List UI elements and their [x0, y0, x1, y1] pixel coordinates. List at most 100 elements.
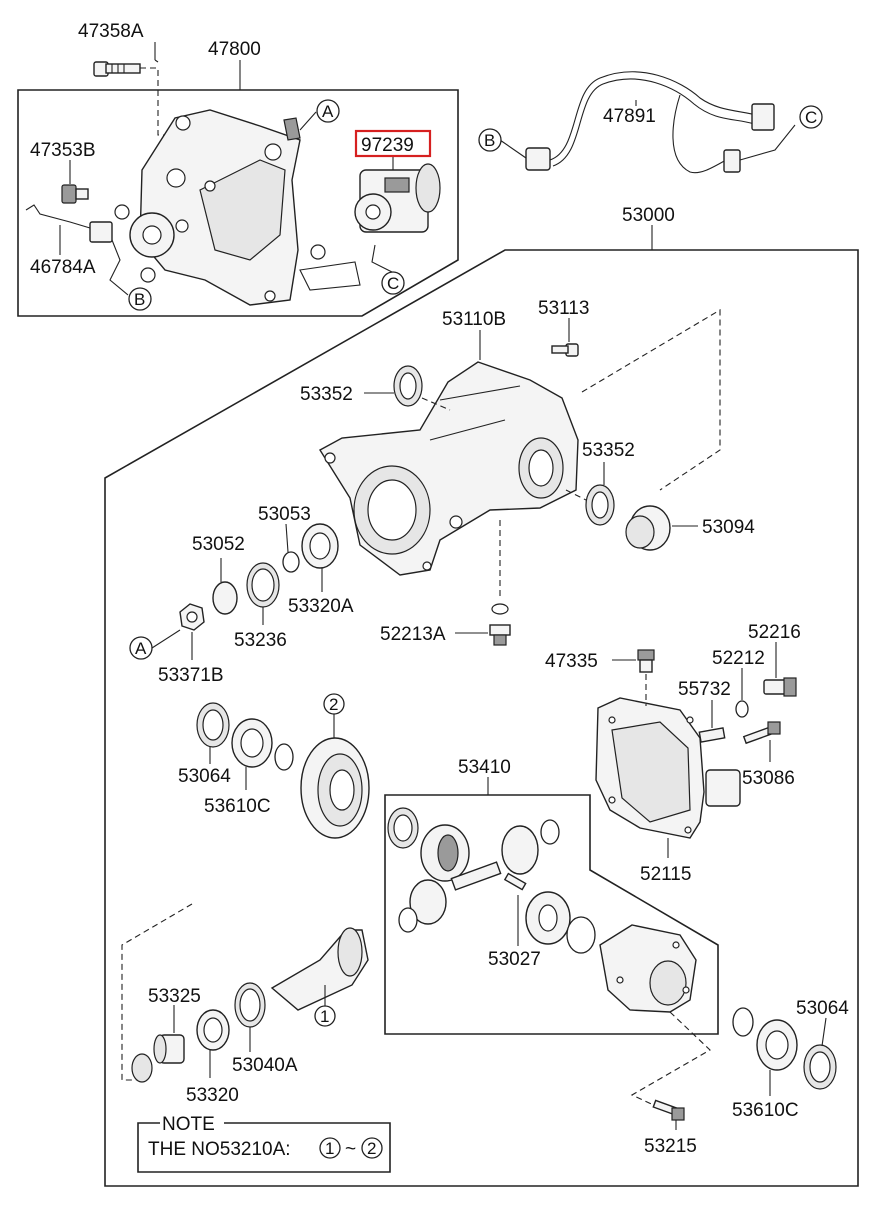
bolt-52216[interactable]: [763, 677, 797, 697]
bearing-53610C-left[interactable]: [231, 718, 273, 768]
nut-53371B[interactable]: [179, 603, 205, 631]
label-53040A: 53040A: [232, 1055, 298, 1076]
bolt-53215[interactable]: [652, 1099, 685, 1121]
ref-marker-c-actuator[interactable]: C: [381, 271, 405, 295]
drive-pinion[interactable]: [270, 927, 369, 1011]
bearing-53610C-right[interactable]: [756, 1019, 798, 1071]
collar-53236[interactable]: [246, 562, 280, 608]
ref-marker-b-harness[interactable]: B: [478, 128, 502, 152]
label-53027: 53027: [488, 949, 541, 970]
label-53064-right: 53064: [796, 998, 849, 1019]
actuator-group: [17, 42, 459, 317]
svg-text:2: 2: [329, 695, 338, 714]
highlight-box-97239: [354, 129, 432, 158]
collapsible-spacer-53325[interactable]: [153, 1034, 185, 1064]
note-range-end: 2: [367, 1139, 376, 1158]
label-55732: 55732: [678, 679, 731, 700]
svg-text:1: 1: [320, 1007, 329, 1026]
ref-marker-a-top[interactable]: A: [316, 99, 340, 123]
bolt-53113[interactable]: [551, 343, 579, 357]
svg-text:B: B: [484, 131, 495, 150]
oil-seal-53352-right[interactable]: [585, 484, 615, 526]
label-53053: 53053: [258, 504, 311, 525]
ref-marker-c-harness[interactable]: C: [799, 105, 823, 129]
svg-text:A: A: [135, 639, 147, 658]
shim-ring-right[interactable]: [732, 1007, 754, 1037]
svg-text:B: B: [134, 290, 145, 309]
shim-53040A[interactable]: [234, 982, 266, 1028]
output-shaft: [114, 204, 189, 258]
ref-marker-a-nut[interactable]: A: [129, 636, 153, 660]
harness-46784A[interactable]: [25, 204, 113, 243]
label-46784A: 46784A: [30, 257, 96, 278]
ref-marker-1[interactable]: 1: [314, 1005, 336, 1027]
label-53052: 53052: [192, 534, 245, 555]
svg-text:C: C: [387, 274, 399, 293]
shim-ring-left[interactable]: [274, 743, 294, 771]
thrust-washer[interactable]: [566, 916, 596, 954]
label-53320A: 53320A: [288, 596, 354, 617]
bearing-53320A[interactable]: [301, 523, 339, 569]
bolt-47358A[interactable]: [93, 61, 141, 77]
diff-gear-set[interactable]: [387, 807, 560, 933]
label-53610C-left: 53610C: [204, 796, 271, 817]
flange-53094[interactable]: [625, 505, 671, 551]
wiring-harness-47891[interactable]: [499, 71, 796, 174]
label-53086: 53086: [742, 768, 795, 789]
label-53094: 53094: [702, 517, 755, 538]
actuator-motor-97239[interactable]: [354, 163, 441, 233]
label-97239: 97239: [361, 135, 414, 156]
label-52212: 52212: [712, 648, 765, 669]
rear-cover-52115[interactable]: [595, 697, 741, 839]
note-title: NOTE: [162, 1114, 215, 1135]
label-47335: 47335: [545, 651, 598, 672]
bearing-race-53064-left[interactable]: [196, 702, 230, 748]
label-53113: 53113: [538, 298, 589, 319]
label-47891: 47891: [603, 106, 656, 127]
label-53000: 53000: [622, 205, 675, 226]
label-53064-left: 53064: [178, 766, 231, 787]
label-53610C-right: 53610C: [732, 1100, 799, 1121]
transfer-housing-47800[interactable]: [139, 109, 361, 306]
pinion-53027[interactable]: [525, 891, 571, 945]
label-53371B: 53371B: [158, 665, 224, 686]
label-53352-right: 53352: [582, 440, 635, 461]
note-text: THE NO53210A:: [148, 1139, 291, 1160]
sensor-47353B[interactable]: [61, 184, 89, 204]
label-47353B: 47353B: [30, 140, 96, 161]
breather-47335[interactable]: [637, 649, 655, 673]
carrier-housing-53110B[interactable]: [319, 361, 579, 576]
callout-labels: 47358A 47800 47353B 46784A 97239 47891 5…: [30, 21, 849, 1157]
label-52115: 52115: [640, 864, 691, 885]
spacer-53052[interactable]: [212, 581, 238, 615]
label-53320: 53320: [186, 1085, 239, 1106]
ref-marker-2[interactable]: 2: [323, 693, 345, 715]
shim-53053[interactable]: [282, 551, 300, 573]
bearing-race-53064-right[interactable]: [803, 1044, 837, 1090]
diff-case[interactable]: [599, 924, 697, 1013]
differential-group-frame: [384, 794, 719, 1035]
label-52216: 52216: [748, 622, 801, 643]
bolt-53086[interactable]: [742, 721, 781, 745]
drain-plug-52213A[interactable]: [489, 603, 511, 646]
washer-52212[interactable]: [735, 700, 749, 718]
actuator-group-frame: [17, 89, 459, 317]
oil-seal-front[interactable]: [131, 1053, 153, 1083]
label-53410: 53410: [458, 757, 511, 778]
label-47358A: 47358A: [78, 21, 144, 42]
pin-55732[interactable]: [698, 727, 726, 743]
label-53110B: 53110B: [442, 309, 506, 330]
label-53215: 53215: [644, 1136, 697, 1157]
note-range-sep: ~: [345, 1139, 356, 1160]
oil-seal-53352-left[interactable]: [393, 365, 423, 407]
label-53236: 53236: [234, 630, 287, 651]
ref-marker-b-housing[interactable]: B: [128, 287, 152, 311]
note-range-start: 1: [325, 1139, 334, 1158]
svg-text:A: A: [322, 102, 334, 121]
label-53352-left: 53352: [300, 384, 353, 405]
ring-gear[interactable]: [300, 737, 370, 839]
reference-markers: A A B B C C 1 2: [128, 99, 823, 1027]
label-47800: 47800: [208, 39, 261, 60]
bearing-53320[interactable]: [196, 1009, 230, 1051]
